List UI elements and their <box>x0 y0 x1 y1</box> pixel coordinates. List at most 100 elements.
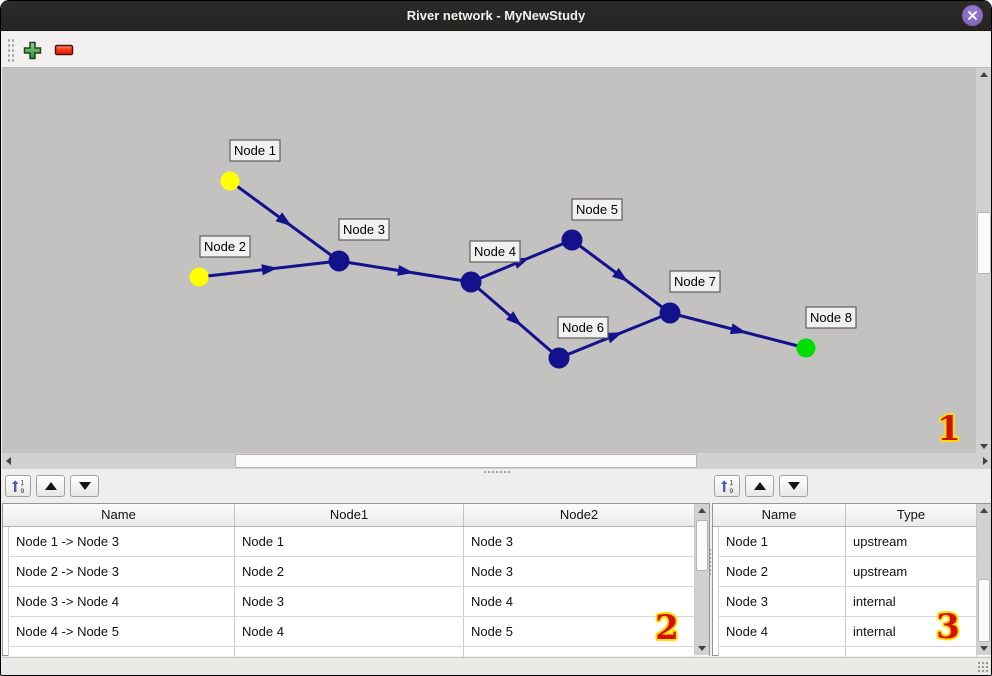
node-label-node-5[interactable]: Node 5 <box>571 198 623 221</box>
node-label-node-3[interactable]: Node 3 <box>338 218 390 241</box>
node-label-node-4[interactable]: Node 4 <box>469 240 521 263</box>
nodes-move-down-button[interactable] <box>779 475 808 497</box>
svg-text:1: 1 <box>21 480 25 487</box>
node-circle-node-5[interactable] <box>561 229 583 251</box>
table-cell: Node 2 <box>235 557 464 586</box>
minus-icon <box>54 44 74 56</box>
table-cell: Node 4 <box>719 617 846 646</box>
flow-direction-arrow-icon <box>612 267 629 282</box>
svg-text:9: 9 <box>21 488 25 494</box>
remove-node-button[interactable] <box>51 36 77 64</box>
table-cell: Node 3 <box>464 527 695 556</box>
node-label-node-1[interactable]: Node 1 <box>229 139 281 162</box>
resize-grip[interactable] <box>977 661 989 673</box>
scrollbar-thumb[interactable] <box>977 212 991 274</box>
node-label-text: Node 1 <box>234 143 276 158</box>
scrollbar-thumb[interactable] <box>696 520 708 571</box>
table-row-partial <box>8 647 709 675</box>
scroll-down-button[interactable] <box>976 440 991 453</box>
toolbar-drag-handle[interactable] <box>7 38 15 62</box>
flow-direction-arrow-icon <box>729 323 747 335</box>
links-sort-button[interactable]: 1 9 <box>5 475 31 497</box>
table-cell: Node 1 <box>235 527 464 556</box>
annotation-3: 3 <box>936 607 960 647</box>
table-cell: Node 3 -> Node 4 <box>9 587 235 616</box>
canvas-horizontal-scrollbar[interactable] <box>2 453 991 469</box>
scroll-up-button[interactable] <box>695 504 709 517</box>
triangle-down-icon <box>787 482 800 490</box>
column-header-name[interactable]: Name <box>713 504 846 526</box>
column-header-node2[interactable]: Node2 <box>464 504 695 526</box>
nodes-move-up-button[interactable] <box>745 475 774 497</box>
node-circle-node-7[interactable] <box>659 302 681 324</box>
flow-direction-arrow-icon <box>506 311 522 326</box>
nodes-table-scrollbar[interactable] <box>977 504 991 655</box>
title-bar[interactable]: River network - MyNewStudy <box>1 1 991 31</box>
scroll-up-button[interactable] <box>977 504 991 517</box>
node-label-node-6[interactable]: Node 6 <box>557 316 609 339</box>
node-circle-node-2[interactable] <box>189 267 209 287</box>
node-circle-node-1[interactable] <box>220 171 240 191</box>
links-move-down-button[interactable] <box>70 475 99 497</box>
node-label-node-8[interactable]: Node 8 <box>805 306 857 329</box>
node-label-node-2[interactable]: Node 2 <box>199 235 251 258</box>
column-header-name[interactable]: Name <box>3 504 235 526</box>
svg-text:9: 9 <box>730 488 734 494</box>
node-circle-node-3[interactable] <box>328 250 350 272</box>
network-canvas[interactable]: Node 1 Node 2 Node 3 Node 4 Node 5 Node 6 Node… <box>2 68 976 453</box>
node-label-text: Node 3 <box>343 222 385 237</box>
status-bar <box>2 657 991 675</box>
sort-ascending-icon: 1 9 <box>721 480 734 494</box>
river-network: Node 1 Node 2 Node 3 Node 4 Node 5 Node 6 Node… <box>189 139 857 369</box>
scroll-left-button[interactable] <box>2 453 15 469</box>
plus-icon <box>23 41 41 59</box>
node-label-node-7[interactable]: Node 7 <box>669 270 721 293</box>
links-move-up-button[interactable] <box>36 475 65 497</box>
table-cell: Node 1 <box>719 527 846 556</box>
close-button[interactable] <box>962 5 983 26</box>
links-table-scrollbar[interactable] <box>695 504 709 655</box>
close-icon <box>968 11 977 20</box>
scroll-right-button[interactable] <box>979 453 991 469</box>
node-circle-node-6[interactable] <box>548 347 570 369</box>
scrollbar-thumb[interactable] <box>978 579 990 642</box>
scroll-down-button[interactable] <box>977 642 991 655</box>
node-circle-node-4[interactable] <box>460 271 482 293</box>
node-label-text: Node 8 <box>810 310 852 325</box>
scroll-down-button[interactable] <box>695 642 709 655</box>
horizontal-splitter-handle[interactable] <box>484 471 510 473</box>
table-splitter-handle[interactable] <box>709 549 711 575</box>
node-label-text: Node 2 <box>204 239 246 254</box>
node-circle-node-8[interactable] <box>796 338 816 358</box>
triangle-up-icon <box>698 508 706 513</box>
add-node-button[interactable] <box>19 36 45 64</box>
column-header-node1[interactable]: Node1 <box>235 504 464 526</box>
table-cell: Node 4 <box>464 587 695 616</box>
canvas-vertical-scrollbar[interactable] <box>976 68 991 453</box>
node-label-box <box>669 270 721 293</box>
node-label-text: Node 4 <box>474 244 516 259</box>
node-label-box <box>338 218 390 241</box>
column-header-type[interactable]: Type <box>846 504 977 526</box>
table-cell: Node 2 <box>719 557 846 586</box>
svg-text:1: 1 <box>730 480 734 487</box>
table-cell: Node 3 <box>719 587 846 616</box>
scrollbar-thumb[interactable] <box>235 454 697 468</box>
flow-direction-arrow-icon <box>605 332 623 344</box>
annotation-2: 2 <box>655 608 679 648</box>
node-label-box <box>229 139 281 162</box>
triangle-up-icon <box>980 72 988 77</box>
nodes-sort-button[interactable]: 1 9 <box>714 475 740 497</box>
scroll-up-button[interactable] <box>976 68 991 81</box>
table-cell: Node 3 <box>235 587 464 616</box>
